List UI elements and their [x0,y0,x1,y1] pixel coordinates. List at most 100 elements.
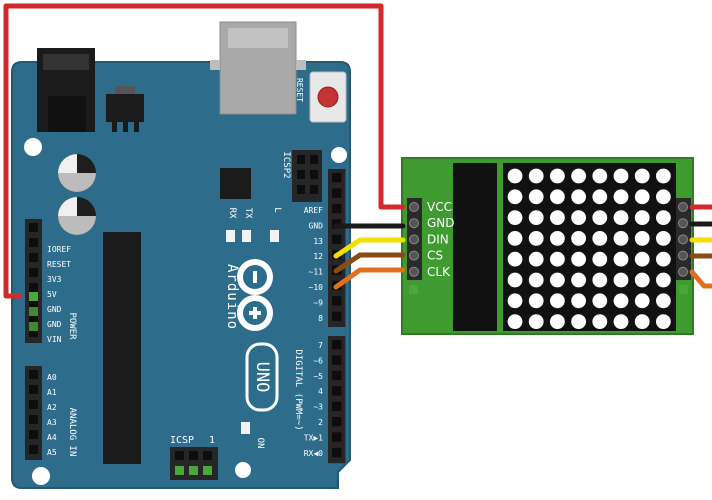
header-pin [29,268,38,277]
matrix-led [571,293,586,309]
digital-pin-label: 13 [313,237,323,246]
matrix-led [571,210,586,226]
header-pin [332,173,342,183]
max7219-chip [453,163,497,331]
matrix-led [528,231,544,246]
usb-connector [210,21,306,115]
arduino-wordmark: Arduino [224,264,240,330]
header-pin [332,188,342,198]
header-pin [29,328,38,337]
matrix-led [656,231,671,246]
header-pin [29,283,38,292]
module-pin-marker [679,285,688,294]
icsp2-pin [297,185,305,194]
header-pin [332,234,342,244]
matrix-led [592,210,608,226]
matrix-led [613,314,629,329]
module-input-pin [409,202,419,212]
capacitor [58,154,96,192]
matrix-led [656,168,671,184]
digital-pin-label: ~10 [309,283,324,292]
matrix-led [592,314,608,329]
header-pin [29,400,38,409]
analog-pin-label: A4 [47,433,57,442]
matrix-led [634,168,650,184]
power-pin-label: VIN [47,335,62,344]
header-pin [29,445,38,454]
wire-cs [333,252,406,274]
digital-header-lower [328,336,346,464]
mounting-hole [235,462,251,478]
header-pin [332,417,342,427]
analog-header [25,366,42,460]
digital-pin-label: ~11 [309,268,324,277]
power-header [25,219,42,343]
rx-label: RX [227,208,237,219]
pin-gnd-highlight [29,307,38,316]
uno-label: UNO [252,362,272,393]
analog-pin-label: A3 [47,418,57,427]
matrix-led [507,210,523,226]
power-header-label: POWER [67,312,77,340]
icsp2-pin [297,170,305,179]
matrix-led [528,168,544,184]
analog-pin-label: A0 [47,373,57,382]
digital-pin-label: ~5 [313,372,323,381]
icsp-label: ICSP [170,435,194,446]
led-matrix-body [503,163,676,331]
matrix-led [656,272,671,288]
header-pin [29,313,38,322]
power-pin-label: IOREF [47,245,71,254]
header-pin [332,203,342,214]
pin-gnd-highlight [29,322,38,331]
header-pin [29,415,38,424]
reset-label: RESET [295,78,304,102]
atmega-chip [103,232,141,464]
digital-pin-label: ~6 [313,356,323,365]
module-output-pin [678,250,688,261]
matrix-led [550,210,565,226]
digital-pin-label: RX◀0 [304,449,323,458]
arduino-uno-board: RESET RX TX L Arduino [11,21,351,489]
module-pin-label: CS [427,249,443,263]
matrix-led [571,251,586,267]
matrix-led [656,251,671,267]
icsp-pin [203,451,212,460]
wires [3,3,712,299]
matrix-led [528,293,544,309]
header-pin [29,298,38,307]
arduino-logo [237,259,273,331]
matrix-led [656,314,671,329]
header-pin [332,432,342,442]
digital-pin-label: 4 [318,387,323,396]
icsp-pin [189,451,198,460]
header-pin [332,355,342,365]
digital-header-upper [328,169,346,327]
module-output-pin [678,218,688,229]
digital-pin-label: AREF [304,206,323,215]
wire-clk [333,267,406,290]
power-pin-label: 3V3 [47,275,62,284]
matrix-led [656,210,671,226]
matrix-led [634,272,650,288]
reset-button [309,71,347,123]
matrix-led [592,189,608,205]
matrix-led [528,251,544,267]
digital-pin-label: 8 [318,314,323,323]
matrix-led [634,314,650,329]
wire-5v-to-vcc [3,3,406,299]
icsp-pin [175,451,184,460]
icsp-pin [203,466,212,475]
matrix-led [613,251,629,267]
digital-pin-label: TX▶1 [304,433,323,442]
module-output-pin [678,234,688,245]
matrix-led [613,272,629,288]
analog-header-label: ANALOG IN [67,408,77,457]
matrix-led [571,168,586,184]
module-input-pin [409,266,419,277]
module-output-pin [678,202,688,212]
matrix-led [634,189,650,205]
mounting-hole [32,467,50,485]
matrix-led [528,272,544,288]
